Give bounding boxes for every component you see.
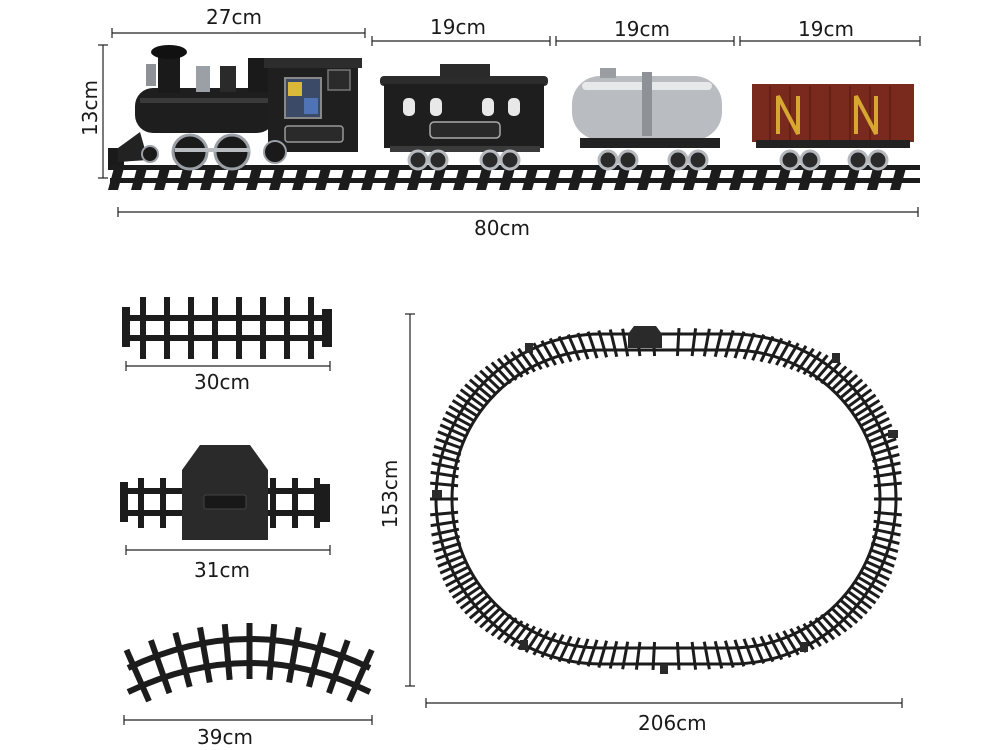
oval-track-layout xyxy=(430,326,902,674)
curved-track-piece xyxy=(123,623,375,703)
locomotive xyxy=(118,45,362,171)
tanker-length-label: 19cm xyxy=(614,17,670,41)
passenger-coach xyxy=(380,64,548,171)
dimension-lines xyxy=(98,28,921,725)
station-track-label: 31cm xyxy=(194,558,250,582)
coach-length-label: 19cm xyxy=(430,15,486,39)
tanker-car xyxy=(572,68,722,171)
boxcar xyxy=(752,84,914,171)
curved-track-label: 39cm xyxy=(197,725,253,749)
train-height-label: 13cm xyxy=(78,80,102,136)
station-track-piece xyxy=(120,445,330,540)
train-total-length-label: 80cm xyxy=(474,216,530,240)
straight-track-piece xyxy=(122,297,332,359)
layout-width-label: 206cm xyxy=(638,711,707,735)
boxcar-length-label: 19cm xyxy=(798,17,854,41)
layout-height-label: 153cm xyxy=(378,459,402,529)
locomotive-length-label: 27cm xyxy=(206,5,262,29)
straight-track-label: 30cm xyxy=(194,370,250,394)
